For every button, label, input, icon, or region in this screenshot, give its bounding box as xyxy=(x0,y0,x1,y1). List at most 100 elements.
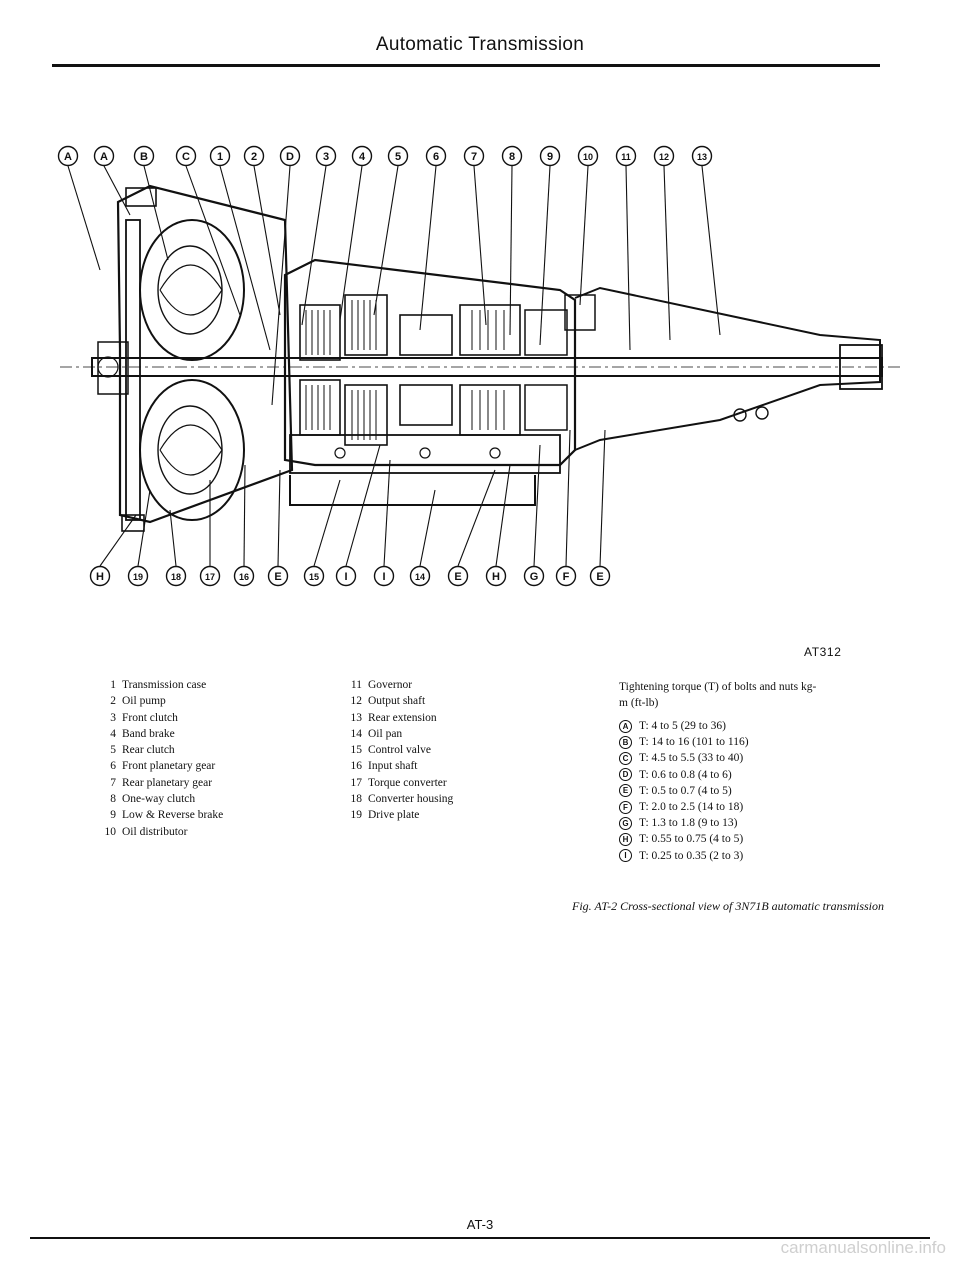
torque-value: T: 14 to 16 (101 to 116) xyxy=(639,736,749,749)
torque-value: T: 0.25 to 0.35 (2 to 3) xyxy=(639,849,744,862)
callout-label: 9 xyxy=(547,151,553,163)
legend-number: 4 xyxy=(110,727,116,740)
leader-line xyxy=(565,429,571,567)
callout-label: 3 xyxy=(323,151,329,163)
callout-circle xyxy=(555,565,577,587)
legend-number: 9 xyxy=(110,809,116,822)
callout-top: 13 xyxy=(691,145,713,167)
page-number: AT-3 xyxy=(466,1217,494,1232)
callout-circle xyxy=(485,565,507,587)
callout-label: 7 xyxy=(471,151,477,163)
callout-top: 11 xyxy=(615,145,637,167)
leader-line xyxy=(419,489,436,567)
callout-circle xyxy=(165,565,187,587)
legend-label: One-way clutch xyxy=(122,793,196,806)
legend-number: 13 xyxy=(350,711,363,724)
callout-label: 8 xyxy=(509,151,515,163)
torque-item: D T: 0.6 to 0.8 (4 to 6) xyxy=(619,767,819,783)
legend-label: Band brake xyxy=(122,727,175,740)
callout-top: 8 xyxy=(501,145,523,167)
legend-label: Transmission case xyxy=(122,679,207,691)
torque-item: H T: 0.55 to 0.75 (4 to 5) xyxy=(619,831,819,847)
leader-line xyxy=(383,459,391,567)
torque-specs: Tightening torque (T) of bolts and nuts … xyxy=(619,680,819,864)
legend-label: Torque converter xyxy=(368,776,447,789)
callout-label: 11 xyxy=(621,152,631,162)
callout-label: 5 xyxy=(395,151,401,163)
callout-bottom: E xyxy=(267,565,289,587)
leader-line xyxy=(271,165,291,406)
figure-caption: Fig. AT-2 Cross-sectional view of 3N71B … xyxy=(572,899,884,913)
leader-line xyxy=(473,165,487,326)
callout-label: G xyxy=(530,571,539,583)
circled-letter-icon: H xyxy=(619,832,632,846)
callout-circle xyxy=(577,145,599,167)
legend-number: 6 xyxy=(110,760,116,773)
callout-circle xyxy=(303,565,325,587)
callout-top: 5 xyxy=(387,145,409,167)
legend-number: 1 xyxy=(110,679,116,691)
callout-circle xyxy=(243,145,265,167)
callout-circle xyxy=(93,145,115,167)
circled-letter-icon: G xyxy=(619,816,632,830)
leader-line xyxy=(457,469,496,567)
callout-circle xyxy=(279,145,301,167)
leader-line xyxy=(219,165,271,351)
callout-top: 9 xyxy=(539,145,561,167)
callout-top: 7 xyxy=(463,145,485,167)
legend-item: 12 Output shaft xyxy=(340,693,453,709)
callout-top: 10 xyxy=(577,145,599,167)
callout-circle xyxy=(691,145,713,167)
legend-item: 6 Front planetary gear xyxy=(94,758,223,774)
torque-value: T: 2.0 to 2.5 (14 to 18) xyxy=(639,801,744,814)
leader-line xyxy=(579,165,589,306)
legend-number: 12 xyxy=(350,695,363,708)
callout-bottom: I xyxy=(335,565,357,587)
circled-letter-icon: D xyxy=(619,768,632,782)
callout-label: F xyxy=(563,571,570,583)
callout-label: 4 xyxy=(359,151,366,163)
leader-line xyxy=(243,464,246,567)
torque-value: T: 1.3 to 1.8 (9 to 13) xyxy=(639,817,738,830)
torque-value: T: 0.6 to 0.8 (4 to 6) xyxy=(639,768,732,781)
legend-number: 3 xyxy=(110,711,116,724)
callout-label: E xyxy=(274,571,281,583)
callout-circle xyxy=(425,145,447,167)
torque-title: Tightening torque (T) of bolts and nuts … xyxy=(619,681,817,709)
callout-label: A xyxy=(64,151,72,163)
legend-label: Output shaft xyxy=(368,695,426,708)
leader-line xyxy=(169,509,177,567)
legend-number: 2 xyxy=(110,695,116,708)
callout-circle xyxy=(409,565,431,587)
callout-label: 16 xyxy=(239,572,249,582)
callout-bottom: 14 xyxy=(409,565,431,587)
callout-circle xyxy=(89,565,111,587)
callout-bottom: 19 xyxy=(127,565,149,587)
circled-letter-icon: B xyxy=(619,735,632,749)
callout-bottom: 17 xyxy=(199,565,221,587)
callout-top: 3 xyxy=(315,145,337,167)
legend-label: Oil pan xyxy=(368,727,403,740)
callout-circle xyxy=(501,145,523,167)
callout-bottom: 15 xyxy=(303,565,325,587)
legend-label: Front clutch xyxy=(122,711,178,724)
callout-bottom: E xyxy=(447,565,469,587)
torque-value: T: 0.55 to 0.75 (4 to 5) xyxy=(639,833,744,846)
legend-label: Rear clutch xyxy=(122,744,175,757)
legend-label: Front planetary gear xyxy=(122,760,216,773)
callout-bottom: 18 xyxy=(165,565,187,587)
legend-label: Converter housing xyxy=(368,793,454,806)
callout-circle xyxy=(615,145,637,167)
callout-label: 18 xyxy=(171,572,181,582)
legend-label: Input shaft xyxy=(368,760,418,773)
